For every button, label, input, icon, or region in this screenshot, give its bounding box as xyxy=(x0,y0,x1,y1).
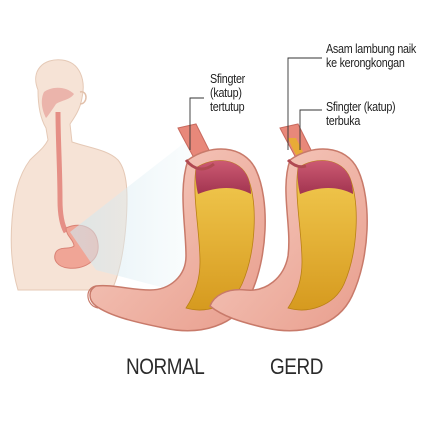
label-closed-line2: (katup) xyxy=(210,86,242,100)
normal-sphincter xyxy=(184,159,215,171)
leader-open xyxy=(299,109,322,150)
label-acid-line1: Asam lambung naik xyxy=(326,42,417,56)
label-acid-line2: ke kerongkongan xyxy=(326,56,405,70)
caption-normal: NORMAL xyxy=(126,354,205,379)
leader-lines xyxy=(189,57,322,150)
esophagus-small xyxy=(55,111,69,234)
caption-gerd: GERD xyxy=(270,354,323,379)
normal-mucosa xyxy=(195,160,251,194)
gerd-stomach xyxy=(209,123,368,332)
leader-closed xyxy=(189,97,204,150)
label-closed-line3: tertutup xyxy=(210,100,245,114)
gerd-open-sphincter xyxy=(286,158,307,169)
silhouette-ear xyxy=(79,91,87,105)
label-acid-reflux: Asam lambung naik ke kerongkongan xyxy=(326,42,416,70)
label-open-sphincter: Sfingter (katup) terbuka xyxy=(326,100,396,128)
label-closed-line1: Sfingter xyxy=(210,72,245,86)
label-open-line2: terbuka xyxy=(326,114,361,128)
leader-acid xyxy=(287,57,322,150)
nasal-cavity xyxy=(41,87,74,118)
label-open-line1: Sfingter (katup) xyxy=(326,100,396,114)
normal-stomach xyxy=(87,123,266,332)
gerd-mucosa xyxy=(297,160,353,194)
normal-duodenum xyxy=(87,285,99,309)
zoom-projection xyxy=(70,140,210,300)
label-closed-sphincter: Sfingter (katup) tertutup xyxy=(210,72,245,114)
